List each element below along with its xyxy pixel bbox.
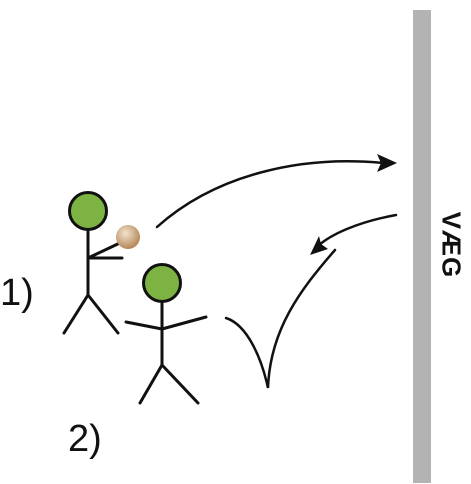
person-1-leg-right bbox=[86, 293, 120, 335]
arrow-icon bbox=[377, 154, 397, 172]
person-1-head bbox=[68, 191, 108, 231]
person-1-figure bbox=[62, 226, 124, 335]
wall-label: VÆG bbox=[436, 211, 467, 279]
person-2-head bbox=[142, 263, 182, 303]
person-2-leg-left bbox=[138, 363, 164, 405]
person-2-leg-right bbox=[160, 363, 200, 405]
person-2-arm-right bbox=[160, 315, 208, 331]
person-2-arm-left bbox=[124, 320, 164, 331]
person-1-label: 1) bbox=[0, 272, 34, 314]
rebound-arc bbox=[316, 213, 398, 248]
wall bbox=[413, 10, 431, 483]
ball-icon bbox=[116, 225, 140, 249]
throw-arc bbox=[155, 160, 385, 229]
bounce-arc bbox=[224, 248, 337, 389]
person-2-figure bbox=[124, 300, 208, 405]
arrow-icon bbox=[310, 236, 328, 255]
person-1-arm-upper bbox=[86, 240, 124, 260]
person-2-label: 2) bbox=[68, 418, 102, 460]
person-1-leg-left bbox=[62, 293, 90, 335]
